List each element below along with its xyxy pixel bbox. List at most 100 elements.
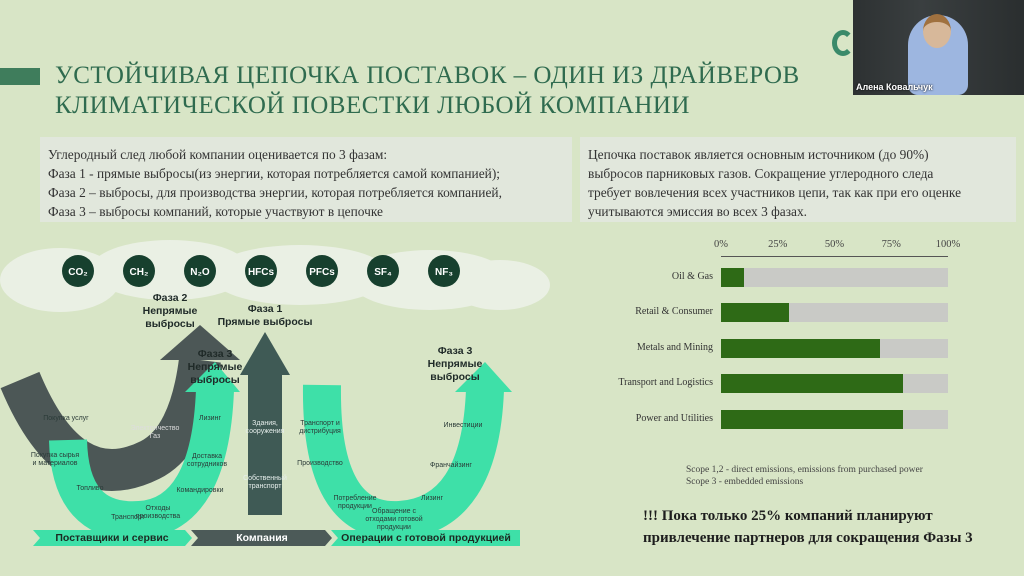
phase1-label: Прямые выбросы xyxy=(217,316,313,328)
text-line: выбросов парниковых газов. Сокращение уг… xyxy=(588,166,934,181)
x-tick-label: 0% xyxy=(714,239,728,250)
logo-icon xyxy=(832,30,854,56)
phase2-label: Фаза 2 xyxy=(152,292,188,304)
right-item-label: Обращение с отходами готовой продукции xyxy=(365,508,423,531)
supply-chain-diagram: CO₂ CH₂ N₂O HFCs PFCs SF₄ NF₃ xyxy=(0,240,550,546)
banner-suppliers[interactable] xyxy=(33,530,192,546)
gas-circle xyxy=(62,255,94,287)
banner-label: Поставщики и сервис xyxy=(55,532,169,544)
left-item-label: Электричество Газ xyxy=(130,425,180,440)
gas-label: PFCs xyxy=(309,267,335,278)
left-item-label: Командировки xyxy=(176,487,224,494)
phase3-left-label: выбросы xyxy=(190,374,240,386)
text-line: Углеродный след любой компании оценивает… xyxy=(48,147,388,162)
gas-circle xyxy=(245,255,277,287)
right-item-label: Транспорт и дистрибуция xyxy=(299,420,341,435)
category-label: Retail & Consumer xyxy=(635,306,713,317)
text-line: учитываются эмиссия во всех 3 фазах. xyxy=(588,204,808,219)
gas-label: SF₄ xyxy=(374,267,392,278)
left-item-label: Покупка сырья и материалов xyxy=(30,452,80,467)
phase3-right-label: Непрямые xyxy=(427,358,483,370)
scope-note-2: Scope 3 - embedded emissions xyxy=(686,477,804,487)
left-green-arrow-head xyxy=(185,362,240,392)
right-item-label: Инвестиции xyxy=(443,422,483,429)
gas-label: NF₃ xyxy=(435,267,453,278)
phase2-label: выбросы xyxy=(145,318,195,330)
x-tick-label: 100% xyxy=(935,239,961,250)
phase3-left-label: Непрямые xyxy=(187,361,243,373)
right-item-label: Потребление продукции xyxy=(333,495,377,510)
banner-operations[interactable] xyxy=(331,530,520,546)
left-item-label: Отходы производства xyxy=(135,505,181,520)
text-line: требует вовлечения всех участников цепи,… xyxy=(588,185,962,200)
middle-item-label: Здания, сооружения xyxy=(245,420,285,435)
highlight-message-line2: привлечение партнеров для сокращения Фаз… xyxy=(643,530,973,546)
category-label: Transport and Logistics xyxy=(618,377,713,388)
phase1-arrow-head xyxy=(240,332,290,375)
phase3-right-label: Фаза 3 xyxy=(437,345,473,357)
x-tick-label: 50% xyxy=(824,239,845,250)
scope-note-1: Scope 1,2 - direct emissions, emissions … xyxy=(686,465,923,475)
left-item-label: Лизинг xyxy=(198,415,222,422)
bar-value xyxy=(721,339,880,358)
slide-title-line1: УСТОЙЧИВАЯ ЦЕПОЧКА ПОСТАВОК – ОДИН ИЗ ДР… xyxy=(55,62,800,89)
title-accent-stripe xyxy=(0,68,40,85)
left-item-label: Покупка услуг xyxy=(43,415,89,422)
gas-circle xyxy=(306,255,338,287)
gas-label: HFCs xyxy=(248,267,275,278)
left-green-arrow xyxy=(49,389,234,540)
category-label: Power and Utilities xyxy=(635,413,713,424)
left-item-label: Топливо xyxy=(76,485,104,492)
presenter-head xyxy=(923,14,951,48)
bar-value xyxy=(721,410,903,429)
right-item-label: Франчайзинг xyxy=(430,462,472,469)
gas-circle xyxy=(184,255,216,287)
phase2-arrow xyxy=(0,357,221,491)
right-green-arrow xyxy=(302,384,504,540)
text-box-supply-chain: Цепочка поставок является основным источ… xyxy=(580,137,1016,222)
bar-value xyxy=(721,374,903,393)
bar-background xyxy=(721,410,948,429)
right-green-arrow-head xyxy=(455,362,512,392)
text-box-phases: Углеродный след любой компании оценивает… xyxy=(40,137,572,222)
phase3-right-label: выбросы xyxy=(430,371,480,383)
left-item-label: Транспорт xyxy=(111,514,145,521)
phase3-left-label: Фаза 3 xyxy=(197,348,233,360)
text-line: Цепочка поставок является основным источ… xyxy=(588,147,929,162)
gas-circle xyxy=(123,255,155,287)
phase1-column xyxy=(248,375,282,515)
x-tick-label: 75% xyxy=(881,239,901,250)
gas-label: CO₂ xyxy=(68,267,87,278)
bar-background xyxy=(721,303,948,322)
x-axis-line xyxy=(721,256,948,257)
phase2-arrow-head xyxy=(160,325,240,360)
middle-item-label: Собственный транспорт xyxy=(243,475,287,490)
right-item-label: Лизинг xyxy=(420,495,444,502)
text-line: Фаза 3 – выбросы компаний, которые участ… xyxy=(48,204,383,219)
text-line: Фаза 1 - прямые выбросы(из энергии, кото… xyxy=(48,166,500,181)
x-tick-label: 25% xyxy=(768,239,788,250)
text-line: Фаза 2 – выбросы, для производства энерг… xyxy=(48,185,502,200)
gas-label: CH₂ xyxy=(130,267,149,278)
banner-company[interactable] xyxy=(191,530,332,546)
phase1-label: Фаза 1 xyxy=(247,303,283,315)
banner-label: Операции с готовой продукцией xyxy=(341,532,511,544)
gas-label: N₂O xyxy=(190,267,210,278)
banner-label: Компания xyxy=(236,532,288,544)
gas-circle xyxy=(367,255,399,287)
highlight-message-line1: !!! Пока только 25% компаний планируют xyxy=(643,508,933,524)
bar-background xyxy=(721,374,948,393)
gas-circle xyxy=(428,255,460,287)
right-item-label: Производство xyxy=(297,460,343,467)
phase2-label: Непрямые xyxy=(142,305,198,317)
category-label: Metals and Mining xyxy=(636,342,713,353)
participant-name: Алена Ковальчук xyxy=(856,82,933,92)
bar-background xyxy=(721,339,948,358)
bar-background xyxy=(721,268,948,287)
category-label: Oil & Gas xyxy=(671,271,713,282)
left-item-label: Доставка сотрудников xyxy=(186,453,228,468)
slide-title-line2: КЛИМАТИЧЕСКОЙ ПОВЕСТКИ ЛЮБОЙ КОМПАНИИ xyxy=(55,92,690,119)
bar-value xyxy=(721,303,790,322)
bar-value xyxy=(721,268,744,287)
webcam-video: Алена Ковальчук xyxy=(853,0,1024,95)
